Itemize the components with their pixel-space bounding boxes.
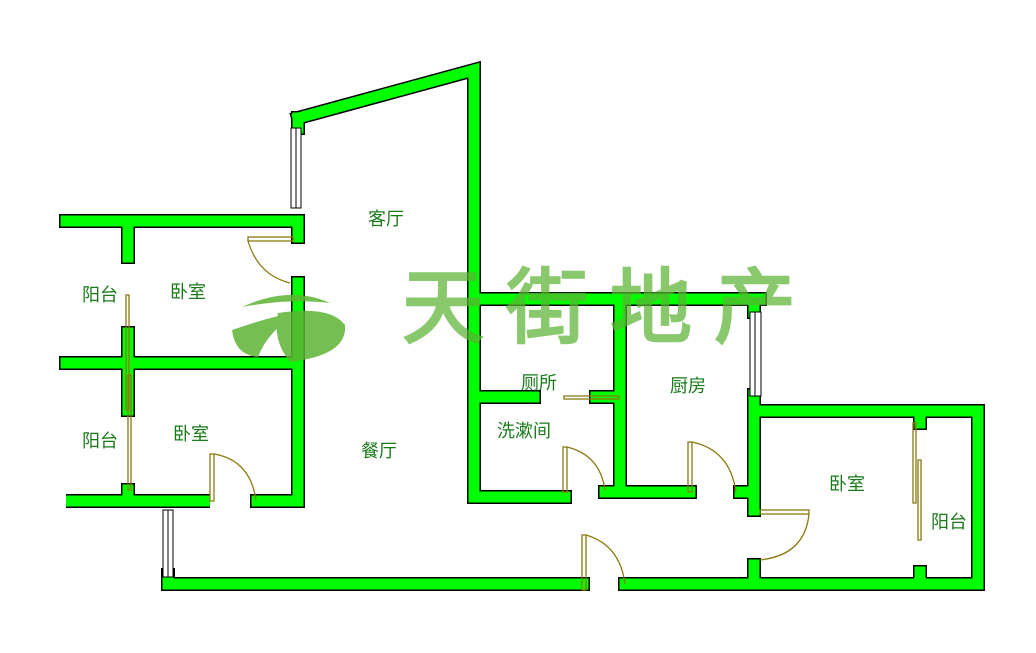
door-bedroom-lower [209, 453, 257, 502]
tianjie-logo [232, 294, 346, 362]
doors [125, 236, 922, 591]
label-kitchen: 厨房 [670, 376, 706, 397]
door-bedroom-right [759, 509, 810, 561]
label-washroom: 洗漱间 [497, 421, 551, 442]
label-toilet: 厕所 [521, 373, 557, 394]
door-kitchen [687, 441, 737, 493]
label-dining-room: 餐厅 [361, 441, 397, 462]
label-balcony-lower-left: 阳台 [82, 431, 118, 452]
label-balcony-right: 阳台 [931, 512, 967, 533]
label-balcony-upper-left: 阳台 [82, 285, 118, 306]
walls [60, 62, 984, 590]
door-entrance [581, 534, 626, 591]
door-washroom [562, 446, 606, 493]
sliding-door-toilet [563, 395, 620, 400]
watermark-text: 天街地产 [402, 261, 818, 356]
watermark: 天街地产 [232, 261, 818, 362]
door-bedroom-upper [247, 236, 294, 284]
windows [162, 127, 762, 578]
label-bedroom-upper-left: 卧室 [170, 282, 206, 303]
label-living-room: 客厅 [368, 209, 404, 230]
sliding-door-balcony-right [912, 422, 922, 541]
label-bedroom-lower-left: 卧室 [173, 424, 209, 445]
sliding-door-balconies-left [125, 294, 132, 491]
label-bedroom-right: 卧室 [829, 474, 865, 495]
